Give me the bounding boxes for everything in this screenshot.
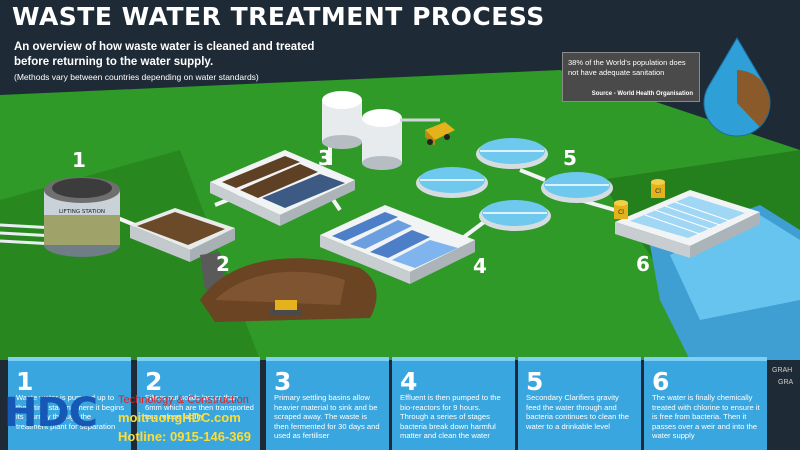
page-title: WASTE WATER TREATMENT PROCESS: [12, 2, 545, 31]
lifting-station-label: LIFTING STATION: [59, 209, 105, 215]
page-note: (Methods vary between countries dependin…: [14, 72, 259, 82]
tanker-truck: [425, 122, 455, 146]
diagram-number-3: 3: [318, 146, 332, 170]
diagram-number-2: 2: [216, 252, 230, 276]
step-number: 4: [400, 367, 418, 396]
credit-line-2: GRA: [778, 379, 794, 386]
diagram-number-6: 6: [636, 252, 650, 276]
diagram-number-5: 5: [563, 146, 577, 170]
logo-website: moitruongHDC.com: [118, 410, 241, 425]
chlorine-tank: [615, 190, 760, 258]
step-number: 5: [526, 367, 544, 396]
step-panel-6: 6 The water is finally chemically treate…: [644, 357, 767, 450]
step-text: Filters out solids larger than 6mm which…: [145, 393, 254, 422]
statistic-box: 38% of the World's population does not h…: [562, 52, 700, 102]
chlorine-label-2: Cl: [655, 188, 661, 195]
step-panel-3: 3 Primary settling basins allow heavier …: [266, 357, 389, 450]
logo-tagline: Technology & Construction: [118, 394, 249, 406]
step-panels: 1 Waste water is pumped up to the liftin…: [0, 357, 800, 450]
settling-basins: [210, 150, 355, 226]
compost-heap: [200, 258, 377, 322]
secondary-clarifiers: [416, 138, 613, 231]
step-panel-1: 1 Waste water is pumped up to the liftin…: [8, 357, 131, 450]
chlorine-drums: Cl Cl: [614, 179, 665, 219]
logo-hotline: Hotline: 0915-146-369: [118, 429, 251, 444]
step-text: Effluent is then pumped to the bio-react…: [400, 393, 501, 441]
step-panel-5: 5 Secondary Clarifiers gravity feed the …: [518, 357, 641, 450]
step-number: 3: [274, 367, 292, 396]
bio-reactors: [320, 205, 475, 284]
step-text: Primary settling basins allow heavier ma…: [274, 393, 380, 441]
step-number: 6: [652, 367, 670, 396]
credit-line-1: GRAH: [772, 367, 793, 374]
step-panel-4: 4 Effluent is then pumped to the bio-rea…: [392, 357, 515, 450]
chlorine-label-1: Cl: [618, 209, 624, 216]
drop-outline: [703, 37, 771, 137]
diagram-number-4: 4: [473, 254, 487, 278]
lifting-station: LIFTING STATION: [44, 177, 120, 257]
drop-segment-without-sanitation: [737, 44, 770, 128]
step-text: Secondary Clarifiers gravity feed the wa…: [526, 393, 630, 431]
statistic-source: Source - World Health Organisation: [591, 91, 693, 97]
digester-tanks: [322, 91, 440, 170]
diagram-number-1: 1: [72, 148, 86, 172]
step-text: The water is finally chemically treated …: [652, 393, 760, 441]
sanitation-drop-chart: [703, 37, 771, 137]
step-number: 1: [16, 367, 34, 396]
page-subtitle: An overview of how waste water is cleane…: [14, 41, 315, 68]
step-number: 2: [145, 367, 163, 396]
hdc-watermark-logo: HDC Technology & Construction moitruongH…: [0, 386, 280, 450]
statistic-text: 38% of the World's population does not h…: [568, 58, 686, 77]
logo-brand: HDC: [4, 390, 98, 436]
step-text: Waste water is pumped up to the lifting …: [16, 393, 125, 431]
step-panel-2: 2 Filters out solids larger than 6mm whi…: [137, 357, 260, 450]
